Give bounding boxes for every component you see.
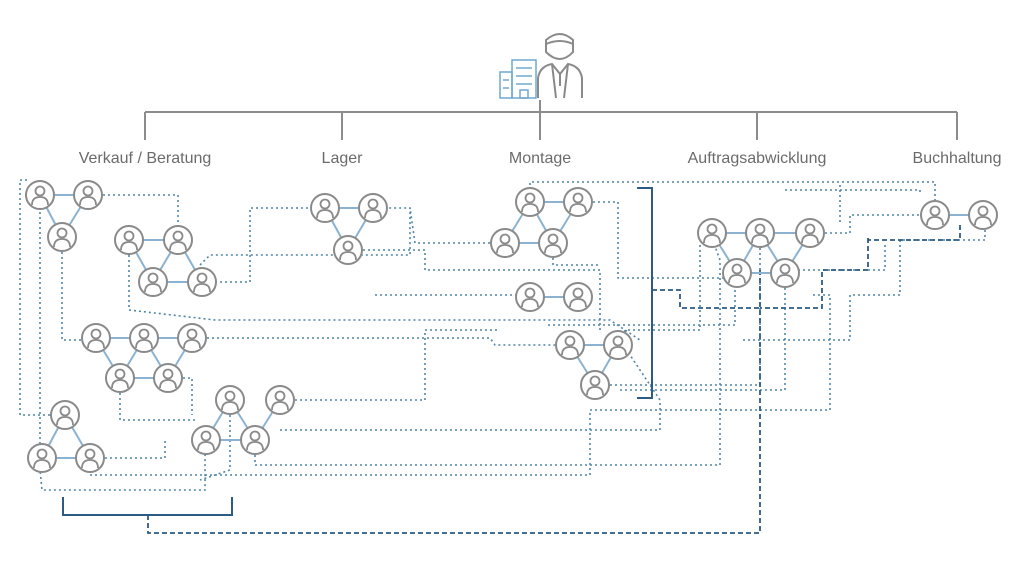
dashed-connections	[147, 225, 961, 534]
person-circle-icon	[153, 363, 183, 393]
person-circle-icon	[920, 200, 950, 230]
person-circle-icon	[722, 258, 752, 288]
person-circle-icon	[25, 180, 55, 210]
office-building-icon	[499, 59, 537, 99]
person-circle-icon	[563, 282, 593, 312]
person-circle-icon	[27, 443, 57, 473]
person-circle-icon	[138, 267, 168, 297]
person-nodes	[25, 180, 998, 473]
person-circle-icon	[177, 323, 207, 353]
person-circle-icon	[191, 425, 221, 455]
org-hierarchy-lines	[144, 100, 958, 140]
person-circle-icon	[538, 228, 568, 258]
person-circle-icon	[129, 323, 159, 353]
person-circle-icon	[770, 258, 800, 288]
person-circle-icon	[265, 385, 295, 415]
dept-label-auftragsabwicklung: Auftragsabwicklung	[687, 150, 827, 167]
person-circle-icon	[563, 187, 593, 217]
cross-department-links	[19, 179, 986, 491]
person-circle-icon	[697, 218, 727, 248]
person-circle-icon	[555, 330, 585, 360]
person-circle-icon	[75, 443, 105, 473]
person-circle-icon	[114, 225, 144, 255]
person-circle-icon	[47, 222, 77, 252]
person-circle-icon	[187, 267, 217, 297]
person-circle-icon	[515, 187, 545, 217]
person-circle-icon	[490, 228, 520, 258]
group-brackets	[62, 187, 653, 516]
dept-label-lager: Lager	[321, 150, 363, 167]
person-circle-icon	[603, 330, 633, 360]
person-circle-icon	[105, 363, 135, 393]
person-circle-icon	[310, 193, 340, 223]
dept-label-montage: Montage	[508, 150, 572, 167]
person-circle-icon	[333, 235, 363, 265]
person-circle-icon	[358, 193, 388, 223]
dept-label-verkauf: Verkauf / Beratung	[78, 150, 212, 167]
person-circle-icon	[50, 400, 80, 430]
person-circle-icon	[580, 370, 610, 400]
person-circle-icon	[795, 218, 825, 248]
manager-person-icon	[537, 33, 583, 99]
person-circle-icon	[215, 385, 245, 415]
person-circle-icon	[745, 218, 775, 248]
person-circle-icon	[515, 282, 545, 312]
person-circle-icon	[163, 225, 193, 255]
person-circle-icon	[968, 200, 998, 230]
dept-label-buchhaltung: Buchhaltung	[912, 150, 1002, 167]
person-circle-icon	[73, 180, 103, 210]
person-circle-icon	[81, 323, 111, 353]
person-circle-icon	[240, 425, 270, 455]
